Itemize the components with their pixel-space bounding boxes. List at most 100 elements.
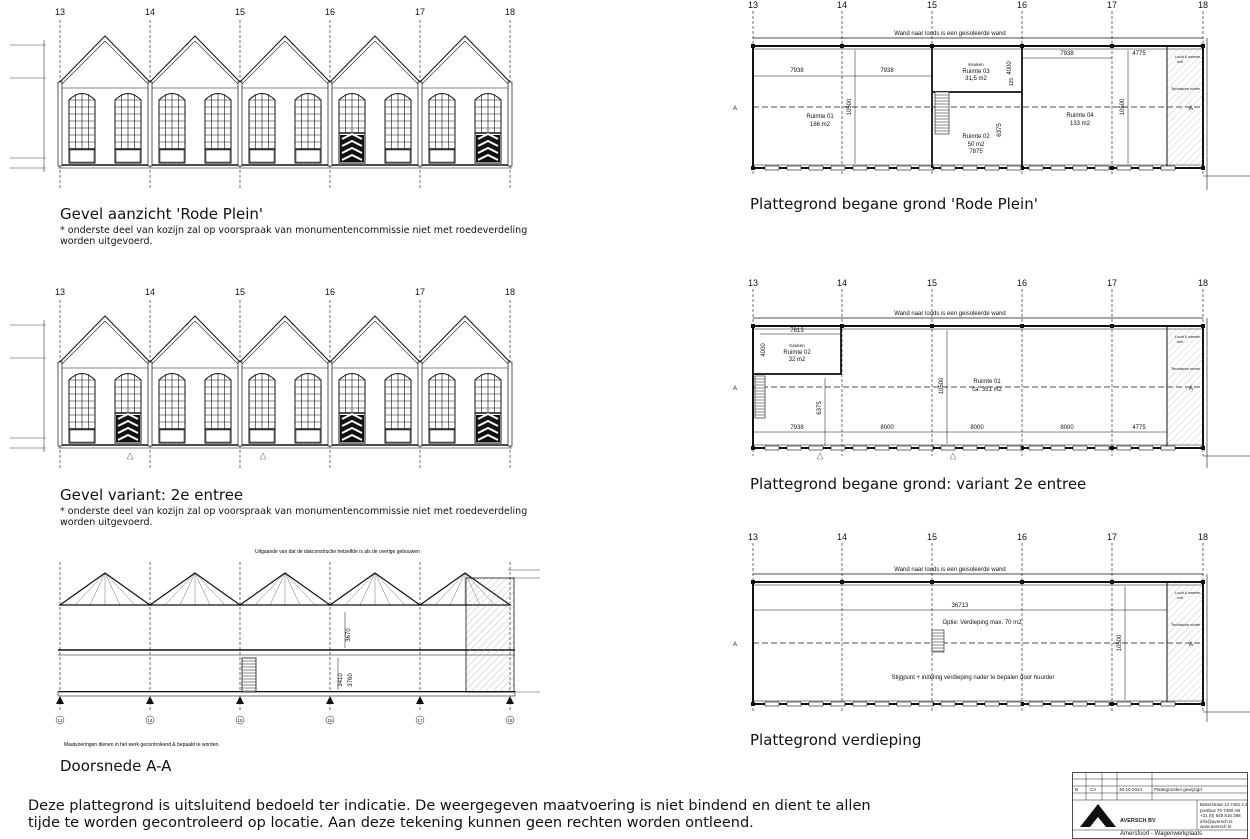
window — [896, 165, 912, 171]
dim-10500: 10500 — [1117, 634, 1123, 651]
window — [874, 701, 890, 707]
tech-room — [1166, 45, 1204, 169]
pilaster — [417, 361, 423, 447]
lower-panel — [159, 149, 185, 163]
pilaster — [237, 81, 243, 167]
window — [158, 93, 186, 164]
plan-rode-plein-caption: Plattegrond begane grond 'Rode Plein' — [750, 195, 1038, 213]
stair — [931, 629, 945, 653]
axis-label: 15 — [237, 718, 243, 723]
column — [751, 44, 755, 48]
column — [1020, 580, 1024, 584]
dim-6375: 6375 — [997, 123, 1003, 137]
truss-web — [284, 572, 301, 606]
dim-10500-a: 10500 — [847, 98, 853, 115]
axis-label: 18 — [507, 718, 513, 723]
grid-label-17: 17 — [1107, 278, 1117, 288]
column — [840, 324, 844, 328]
disclaimer: Deze plattegrond is uitsluitend bedoeld … — [28, 798, 871, 832]
room-02-dim: 7875 — [969, 149, 983, 155]
grid-label-15: 15 — [235, 7, 245, 17]
grid-label-16: 16 — [325, 7, 335, 17]
side-label-3: Technische ruimte — [1171, 87, 1200, 91]
lower-panel — [295, 149, 321, 163]
window — [1116, 701, 1132, 707]
window — [896, 445, 912, 451]
side-label-1: Lucht & warmte- — [1175, 55, 1202, 59]
door-chevron — [477, 412, 499, 420]
room-01-name: Ruimte 01 — [806, 114, 834, 120]
tb-address-4: info@aversch.nl — [1200, 818, 1233, 824]
grid-label-14: 14 — [837, 278, 847, 288]
window — [68, 93, 96, 164]
side-label-2: unit — [1177, 596, 1183, 600]
side-label-3: Technische ruimte — [1171, 623, 1200, 627]
axis-bubble — [325, 715, 335, 725]
window — [764, 445, 780, 451]
window — [474, 373, 502, 444]
kitchen-label: Keuken — [789, 343, 805, 348]
dim-7813: 7813 — [790, 328, 804, 334]
grid-label-17: 17 — [415, 7, 425, 17]
dim-4775: 4775 — [1132, 51, 1146, 57]
window — [918, 445, 934, 451]
window — [1094, 445, 1110, 451]
window — [338, 373, 366, 444]
section-marker-a: A — [1189, 386, 1193, 392]
column — [751, 580, 755, 584]
room-04-name: Ruimte 04 — [1066, 113, 1094, 119]
entrance-marker — [949, 452, 957, 460]
grid-label-15: 15 — [927, 532, 937, 542]
door-chevron — [477, 426, 499, 434]
room-02-name: Ruimte 02 — [962, 134, 990, 140]
window — [786, 165, 802, 171]
window — [940, 701, 956, 707]
window — [1028, 445, 1044, 451]
window — [874, 165, 890, 171]
tb-location: Amersfoort - Wagenwerkplaats — [1120, 831, 1203, 837]
section-caption: Doorsnede A-A — [60, 757, 172, 775]
grid-label-13: 13 — [748, 532, 758, 542]
column — [1110, 580, 1114, 584]
window — [830, 445, 846, 451]
dim-4000: 4000 — [761, 343, 767, 357]
column — [840, 44, 844, 48]
window — [1072, 165, 1088, 171]
column-base — [56, 696, 64, 704]
window — [984, 445, 1000, 451]
door-chevron — [341, 419, 363, 427]
window — [1050, 445, 1066, 451]
lower-panel — [385, 429, 411, 443]
window — [294, 93, 322, 164]
window — [896, 701, 912, 707]
dim-10500: 10500 — [939, 377, 945, 394]
lower-panel — [249, 429, 275, 443]
room-03-kitchen: Keuken — [968, 62, 984, 67]
window — [874, 445, 890, 451]
column-base — [326, 696, 334, 704]
grid-label-15: 15 — [235, 287, 245, 297]
window — [428, 373, 456, 444]
tb-address-5: www.aversch.nl — [1200, 824, 1232, 829]
door-chevron — [341, 412, 363, 420]
column — [751, 702, 755, 706]
grid-label-17: 17 — [415, 287, 425, 297]
elevation-variant-caption: Gevel variant: 2e entree — [60, 486, 244, 504]
window — [1160, 165, 1176, 171]
side-label-1: Lucht & warmte- — [1175, 591, 1202, 595]
truss-web — [104, 572, 121, 606]
grid-label-16: 16 — [1017, 0, 1027, 10]
side-label-1: Lucht & warmte- — [1175, 335, 1202, 339]
column — [751, 446, 755, 450]
axis-bubble — [145, 715, 155, 725]
door-chevron — [477, 146, 499, 154]
company-logo — [1080, 804, 1116, 827]
window — [852, 445, 868, 451]
window — [808, 445, 824, 451]
window — [852, 165, 868, 171]
room-01-name: Ruimte 01 — [973, 379, 1001, 385]
column — [1110, 324, 1114, 328]
room-01-area: ca. 351 m2 — [972, 387, 1002, 393]
pilaster — [327, 361, 333, 447]
